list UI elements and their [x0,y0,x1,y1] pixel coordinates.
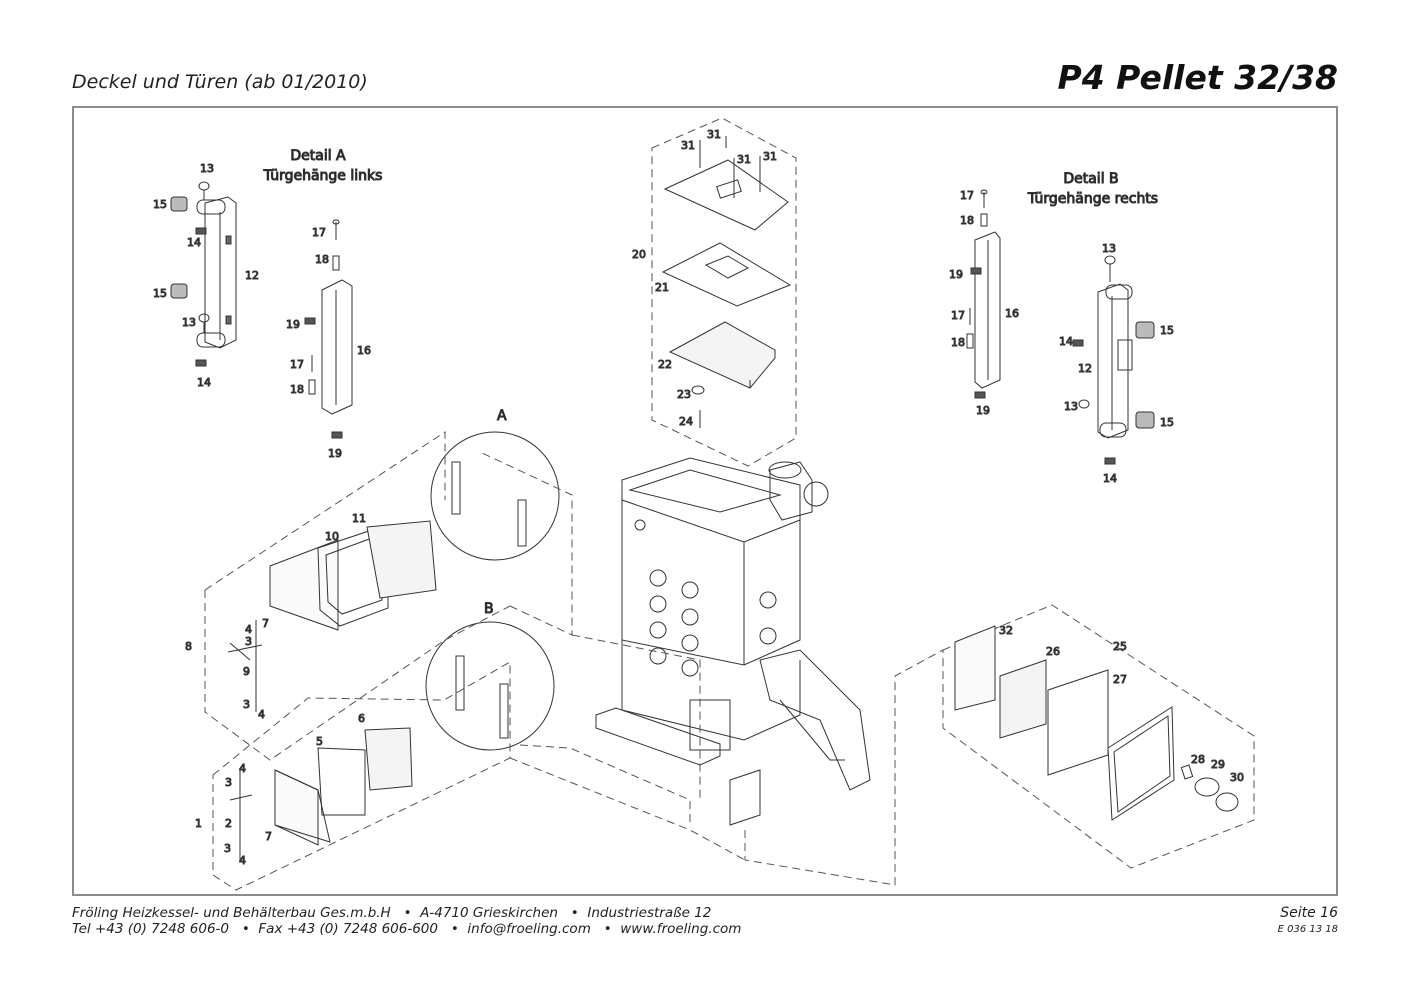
detail-a-callouts: 13 15 14 12 15 13 14 17 18 19 16 17 18 1… [153,162,372,461]
callout-17: 17 [290,358,304,371]
callout-31: 31 [681,139,695,152]
callout-26: 26 [1046,645,1060,658]
drawing-frame [72,106,1338,896]
callout-19: 19 [286,318,300,331]
callout-29: 29 [1211,758,1225,771]
callout-12: 12 [1078,362,1092,375]
detail-a-marker: A [497,408,507,424]
callout-13: 13 [1064,400,1078,413]
detail-b-subtitle: Türgehänge rechts [1027,191,1158,207]
footer-contact-line: Tel +43 (0) 7248 606-0 • Fax +43 (0) 724… [72,921,742,937]
callout-10: 10 [325,530,339,543]
callout-14: 14 [197,376,211,389]
callout-18: 18 [315,253,329,266]
callout-19: 19 [976,404,990,417]
footer-page-number: Seite 16 [1280,905,1338,921]
detail-a-hinge-bracket-12 [170,181,237,367]
callout-17: 17 [960,189,974,202]
callout-19: 19 [328,447,342,460]
callout-24: 24 [679,415,693,428]
callout-14: 14 [1059,335,1073,348]
door-callouts: 11 10 8 7 4 3 9 3 4 6 5 4 3 1 2 7 3 4 [185,512,367,868]
callout-16: 16 [1005,307,1019,320]
callout-7: 7 [265,830,272,843]
detail-b-title: Detail B [1063,171,1118,187]
callout-9: 9 [243,665,250,678]
callout-3: 3 [245,635,252,648]
hopper-lid-group [651,117,797,467]
callout-3: 3 [224,842,231,855]
callout-27: 27 [1113,673,1127,686]
callout-4: 4 [239,762,246,775]
callout-8: 8 [185,640,192,653]
callout-13: 13 [200,162,214,175]
section-title: Deckel und Türen (ab 01/2010) [72,71,368,93]
callout-14: 14 [187,236,201,249]
detail-b-circle: B [425,601,555,751]
callout-23: 23 [677,388,691,401]
callout-31: 31 [763,150,777,163]
detail-a-title: Detail A [290,148,346,164]
callout-3: 3 [243,698,250,711]
callout-4: 4 [239,854,246,867]
detail-a-hinge-bracket-16 [304,219,353,439]
callout-20: 20 [632,248,646,261]
detail-b-hinge-bracket-12 [1072,255,1155,465]
detail-a-subtitle: Türgehänge links [263,168,383,184]
callout-31: 31 [737,153,751,166]
callout-25: 25 [1113,640,1127,653]
callout-19: 19 [949,268,963,281]
callout-15: 15 [1160,324,1174,337]
callout-13: 13 [182,316,196,329]
footer-company-line: Fröling Heizkessel- und Behälterbau Ges.… [72,905,712,921]
callout-31: 31 [707,128,721,141]
callout-17: 17 [312,226,326,239]
dashed-leaders [204,431,1255,891]
callout-16: 16 [357,344,371,357]
callout-18: 18 [951,336,965,349]
callout-32: 32 [999,624,1013,637]
detail-b-heading: Detail B Türgehänge rechts [1026,171,1158,208]
callout-15: 15 [153,198,167,211]
callout-18: 18 [960,214,974,227]
detail-a-heading: Detail A Türgehänge links [262,148,383,185]
rear-panel-group [954,625,1239,821]
callout-5: 5 [316,735,323,748]
callout-3: 3 [225,776,232,789]
callout-21: 21 [655,281,669,294]
upper-door-assembly [227,520,437,712]
model-title: P4 Pellet 32/38 [1057,58,1338,97]
detail-b-hinge-bracket-16 [966,189,1001,399]
detail-b-marker: B [484,601,494,617]
rear-panel-callouts: 32 26 25 27 28 29 30 [999,624,1245,785]
callout-2: 2 [225,817,232,830]
callout-1: 1 [195,817,202,830]
callout-14: 14 [1103,472,1117,485]
callout-30: 30 [1230,771,1244,784]
callout-18: 18 [290,383,304,396]
callout-12: 12 [245,269,259,282]
callout-15: 15 [153,287,167,300]
callout-28: 28 [1191,753,1205,766]
lower-door-assembly [229,727,413,860]
callout-11: 11 [352,512,366,525]
callout-15: 15 [1160,416,1174,429]
detail-a-circle: A [430,408,560,561]
footer-document-number: E 036 13 18 [1277,924,1338,935]
callout-6: 6 [358,712,365,725]
boiler-body [595,457,871,826]
detail-b-callouts: 17 18 19 16 17 18 19 13 14 15 12 13 15 1… [949,189,1175,486]
hopper-lid-callouts: 31 31 31 31 20 21 22 23 24 [632,128,778,429]
callout-17: 17 [951,309,965,322]
callout-4: 4 [245,623,252,636]
callout-4: 4 [258,708,265,721]
callout-7: 7 [262,617,269,630]
callout-22: 22 [658,358,672,371]
callout-13: 13 [1102,242,1116,255]
